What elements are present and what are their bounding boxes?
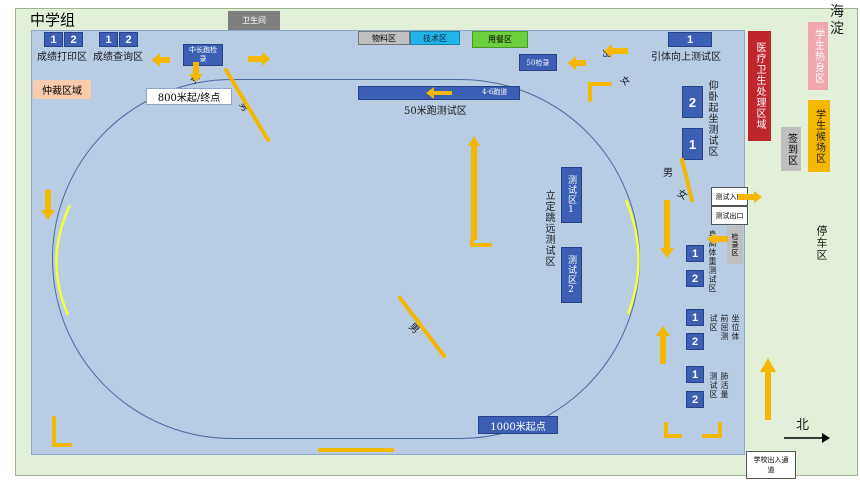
score-query-station-2: 2: [119, 32, 138, 47]
arrow-up-icon-1: [468, 136, 480, 240]
score-print-station-1: 1: [44, 32, 63, 47]
arrow-up-icon-3: [760, 358, 776, 420]
male-route-label-3: 男: [663, 168, 673, 179]
pullup-station-1: 1: [668, 32, 712, 47]
arrow-right-icon-1: [248, 52, 270, 66]
arrow-down-icon-3: [660, 200, 674, 258]
north-arrow-icon: [784, 433, 830, 443]
score-query-label: 成绩查询区: [93, 52, 143, 63]
arrow-left-icon-5: [707, 233, 728, 245]
check-in-zone: 检录区: [727, 226, 743, 264]
run50-zone-label: 50米跑测试区: [404, 106, 467, 117]
referee-zone: 仲裁区域: [33, 80, 91, 99]
arrow-left-icon-4: [426, 87, 452, 99]
arrow-left-icon-1: [152, 53, 170, 67]
test-exit: 测试出口: [711, 206, 748, 225]
district-label: 海淀: [830, 4, 844, 37]
height-weight-station-1: 1: [686, 245, 704, 262]
sit-reach-label: 坐位体前屈测试区: [709, 314, 740, 341]
pullup-zone-label: 引体向上测试区: [651, 52, 721, 63]
toilet-zone: 卫生间: [228, 11, 280, 30]
school-gate: 学校出入通道: [746, 451, 796, 479]
situp-station-2: 2: [682, 86, 703, 118]
parking-zone: 停车区: [815, 225, 828, 261]
page-title: 中学组: [30, 11, 76, 29]
arrow-left-icon-3: [604, 44, 628, 58]
materials-zone: 物料区: [358, 31, 410, 45]
vital-station-2: 2: [686, 391, 704, 408]
score-query-station-1: 1: [99, 32, 118, 47]
run1000-start: 1000米起点: [478, 416, 558, 434]
vital-station-1: 1: [686, 366, 704, 383]
long-jump-zone-label: 立定跳远测试区: [543, 190, 554, 267]
mid-long-check-in: 中长跑检录: [183, 44, 223, 66]
arrow-down-icon-2: [41, 190, 55, 220]
arrow-down-icon-1: [189, 62, 203, 82]
run50-lane-label: 4-6跑道: [482, 88, 508, 96]
score-print-station-2: 2: [64, 32, 83, 47]
warmup-zone: 学生热身区: [808, 22, 828, 90]
arrow-up-icon-2: [656, 326, 670, 364]
medical-zone: 医疗卫生处理区域: [748, 31, 771, 141]
height-weight-label: 身高体重测试区: [708, 230, 717, 293]
tech-zone: 技术区: [410, 31, 460, 45]
run50-check-in: 50检录: [519, 54, 557, 71]
signin-zone: 签到区: [781, 127, 801, 171]
waiting-zone: 学生候场区: [808, 100, 830, 172]
sit-reach-station-1: 1: [686, 309, 704, 326]
score-print-label: 成绩打印区: [37, 52, 87, 63]
arrow-right-icon-2: [738, 191, 762, 203]
sit-reach-station-2: 2: [686, 333, 704, 350]
long-jump-zone-1: 测试区1: [561, 167, 582, 223]
run800-start-finish: 800米起/终点: [146, 88, 232, 105]
arrow-left-icon-2: [568, 56, 586, 70]
long-jump-zone-2: 测试区2: [561, 247, 582, 303]
situp-station-1: 1: [682, 128, 703, 160]
dining-zone: 用餐区: [472, 31, 528, 48]
north-label: 北: [796, 418, 810, 433]
vital-label: 肺活量测试区: [709, 372, 729, 399]
situp-zone-label: 仰卧起坐测试区: [706, 80, 717, 157]
height-weight-station-2: 2: [686, 270, 704, 287]
